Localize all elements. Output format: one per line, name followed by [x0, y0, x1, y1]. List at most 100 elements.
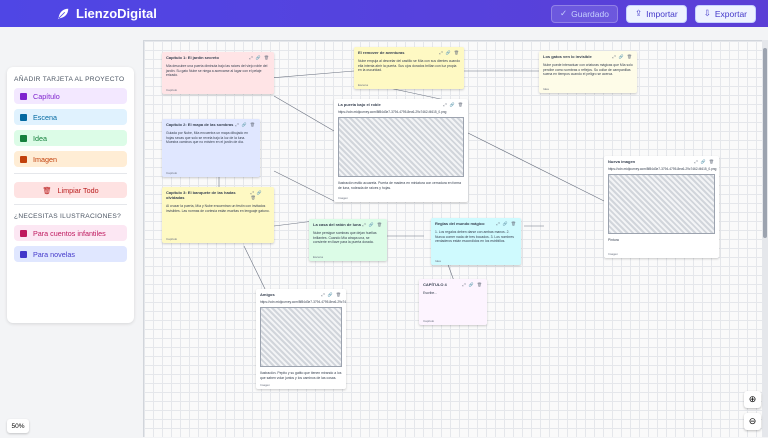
- canvas-card[interactable]: La puerta bajo el roble⤢ 🔗 🗑https://cdn.…: [334, 99, 468, 202]
- card-title: Capítulo 2: El mapa de las sombras: [166, 122, 234, 127]
- card-image-url: https://cdn.midjourney.com/8f84d3e7-3794…: [338, 110, 447, 114]
- card-title-row: Reglas del mundo mágico ⤢ 🔗 🗑: [431, 218, 521, 228]
- add_items-button-3[interactable]: Imagen: [14, 151, 127, 167]
- scene-icon: [20, 113, 27, 121]
- card-actions-icon[interactable]: ⤢ 🔗 🗑: [362, 222, 383, 227]
- card-title: La casa del ratón de luna: [313, 222, 361, 227]
- card-body[interactable]: Al cruzar la puerta, Mía y Nube encuentr…: [166, 204, 270, 213]
- card-title-row: Los gatos ven lo invisible ⤢ 🔗 🗑: [539, 51, 637, 61]
- card-image: [608, 174, 715, 234]
- illustrations-heading: ¿NECESITAS ILUSTRACIONES?: [14, 213, 122, 220]
- project-canvas[interactable]: Capítulo 1: El jardín secreto ⤢ 🔗 🗑 Mia de…: [143, 40, 763, 437]
- card-title: Capítulo 3: El banquete de las hadas olv…: [166, 190, 236, 200]
- download-icon: ⇩: [703, 8, 711, 18]
- canvas-card[interactable]: Los gatos ven lo invisible ⤢ 🔗 🗑 Nube pued…: [539, 51, 637, 93]
- canvas-card[interactable]: Amigos ⤢ 🔗 🗑 https://cdn.midjourney.com/8f…: [256, 289, 346, 389]
- check-icon: ✓: [560, 8, 568, 18]
- card-actions-icon[interactable]: ⤢ 🔗 🗑: [443, 102, 464, 107]
- card-title: Nueva imagen: [608, 159, 636, 164]
- upload-icon: ⇪: [634, 8, 643, 18]
- canvas-card[interactable]: CAPÍTULO 4 ⤢ 🔗 🗑 Escribe... Capítulo: [419, 279, 487, 325]
- card-title: El remover de aventuras: [358, 50, 405, 55]
- scrollbar-thumb[interactable]: [763, 48, 767, 238]
- clear-all-button[interactable]: 🗑Limpiar Todo: [14, 182, 127, 198]
- card-type: Capítulo: [166, 171, 178, 175]
- zoom-out-button[interactable]: ⊖: [744, 413, 761, 430]
- card-title-row: La casa del ratón de luna⤢ 🔗 🗑: [309, 219, 387, 229]
- add_items-button-1[interactable]: Escena: [14, 109, 127, 125]
- vertical-scrollbar[interactable]: [762, 40, 768, 437]
- app-logo: LienzoDigital: [56, 6, 157, 21]
- card-title-row: El remover de aventuras ⤢ 🔗 🗑: [354, 47, 464, 57]
- card-image-url: https://cdn.midjourney.com/8f84d3e7-3794…: [260, 300, 346, 304]
- card-body[interactable]: Mia descubre una puerta diminuta bajo la…: [166, 64, 268, 78]
- canvas-card[interactable]: El remover de aventuras ⤢ 🔗 🗑 Nube empuja …: [354, 47, 464, 89]
- canvas-card[interactable]: Reglas del mundo mágico ⤢ 🔗 🗑 1. Los regal…: [431, 218, 521, 265]
- card-body[interactable]: Nube puede interactuar con criaturas mág…: [543, 63, 633, 77]
- export-button[interactable]: ⇩Exportar: [694, 4, 756, 23]
- zoom-level: 50%: [7, 419, 29, 433]
- card-image: [338, 117, 464, 177]
- app-title: LienzoDigital: [76, 6, 157, 21]
- card-title-row: La puerta bajo el roble⤢ 🔗 🗑: [334, 99, 468, 109]
- card-type: Idea: [543, 87, 549, 91]
- card-image: [260, 307, 342, 367]
- zoom-in-icon: ⊕: [748, 394, 757, 404]
- zoom-out-icon: ⊖: [748, 416, 757, 426]
- card-actions-icon[interactable]: ⤢ 🔗 🗑: [235, 122, 256, 127]
- card-type: Capítulo: [166, 88, 178, 92]
- card-actions-icon[interactable]: ⤢ 🔗 🗑: [321, 292, 342, 297]
- bulb-icon: [20, 134, 27, 142]
- import-button[interactable]: ⇪Importar: [625, 4, 687, 23]
- card-actions-icon[interactable]: ⤢ 🔗 🗑: [462, 282, 483, 287]
- card-body[interactable]: Escribe...: [423, 291, 438, 295]
- divider: [14, 173, 127, 174]
- card-title-row: Nueva imagen ⤢ 🔗 🗑: [604, 156, 719, 166]
- ill_items-button-0[interactable]: Para cuentos infantiles: [14, 225, 127, 241]
- card-type: Escena: [358, 83, 369, 87]
- card-actions-icon[interactable]: ⤢ 🔗 🗑: [612, 54, 633, 59]
- card-body[interactable]: Ilustración. Pepito y su gatito que tien…: [260, 371, 342, 380]
- add_items-button-0[interactable]: Capítulo: [14, 88, 127, 104]
- card-title-row: Amigos ⤢ 🔗 🗑: [256, 289, 346, 299]
- card-actions-icon[interactable]: ⤢ 🔗 🗑: [249, 55, 270, 60]
- card-type: Imagen: [338, 196, 349, 200]
- card-actions-icon[interactable]: ⤢ 🔗 🗑: [496, 221, 517, 226]
- saved-status: ✓Guardado: [551, 4, 618, 23]
- card-body[interactable]: Guiada por Nube, Mía encuentra un mapa d…: [166, 131, 248, 145]
- canvas-card[interactable]: Nueva imagen⤢ 🔗 🗑https://cdn.midjourney.…: [604, 156, 719, 258]
- canvas-card[interactable]: Capítulo 2: El mapa de las sombras⤢ 🔗 🗑 G…: [162, 119, 260, 177]
- zoom-in-button[interactable]: ⊕: [744, 391, 761, 408]
- card-type: Imagen: [260, 383, 271, 387]
- card-actions-icon[interactable]: ⤢ 🔗 🗑: [439, 50, 460, 55]
- card-type: Idea: [435, 259, 441, 263]
- canvas-card[interactable]: La casa del ratón de luna⤢ 🔗 🗑 Nube persi…: [309, 219, 387, 261]
- card-type: Imagen: [608, 252, 619, 256]
- card-title: Reglas del mundo mágico: [435, 221, 485, 226]
- card-title-row: Capítulo 3: El banquete de las hadas olv…: [162, 187, 274, 202]
- trash-icon: 🗑: [42, 185, 52, 195]
- card-title: Amigos: [260, 292, 275, 297]
- card-type: Capítulo: [423, 319, 435, 323]
- card-actions-icon[interactable]: ⤢ 🔗 🗑: [694, 159, 715, 164]
- canvas-card[interactable]: Capítulo 1: El jardín secreto ⤢ 🔗 🗑 Mia de…: [162, 52, 274, 94]
- card-type: Escena: [313, 255, 324, 259]
- add_items-button-2[interactable]: Idea: [14, 130, 127, 146]
- card-body[interactable]: Ilustración estilo acuarela. Puerta de m…: [338, 181, 462, 190]
- card-body[interactable]: 1. Los regalos deben darse con ambas man…: [435, 230, 514, 244]
- card-body[interactable]: Nube persigue sombras que dejan huellas …: [313, 231, 377, 245]
- card-actions-icon[interactable]: ⤢ 🔗 🗑: [250, 190, 263, 200]
- book-icon: [20, 92, 27, 100]
- card-title-row: CAPÍTULO 4 ⤢ 🔗 🗑: [419, 279, 487, 289]
- card-title: CAPÍTULO 4: [423, 282, 447, 287]
- card-title: Capítulo 1: El jardín secreto: [166, 55, 219, 60]
- feather-icon: [57, 8, 69, 19]
- app-header: LienzoDigital ✓Guardado ⇪Importar ⇩Expor…: [0, 0, 768, 27]
- ill_items-button-1[interactable]: Para novelas: [14, 246, 127, 262]
- image-icon: [20, 155, 27, 163]
- card-body[interactable]: Nube empuja al desvelar del castillo se …: [358, 59, 460, 73]
- canvas-card[interactable]: Capítulo 3: El banquete de las hadas olv…: [162, 187, 274, 243]
- card-title: Los gatos ven lo invisible: [543, 54, 592, 59]
- card-title-row: Capítulo 2: El mapa de las sombras⤢ 🔗 🗑: [162, 119, 260, 129]
- card-body[interactable]: Pintura: [608, 238, 619, 242]
